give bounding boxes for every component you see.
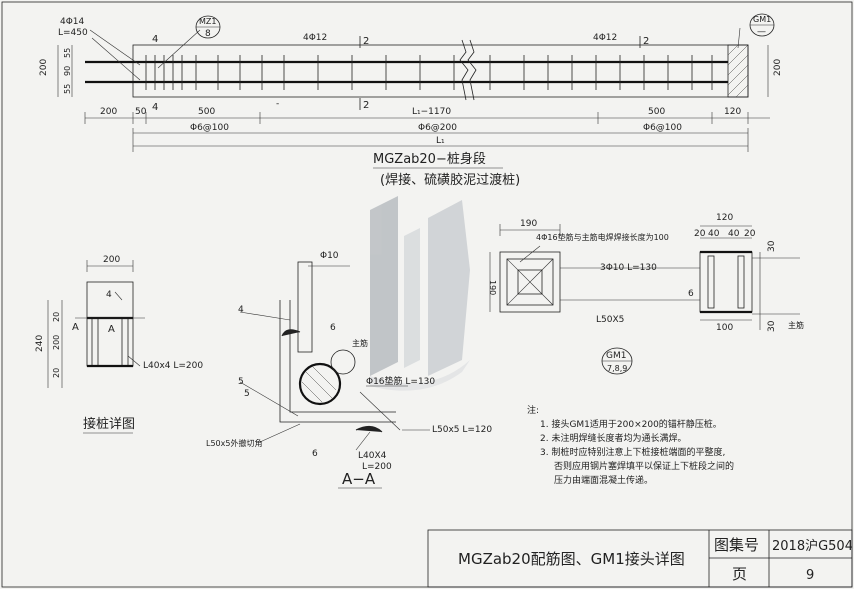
- elevation-title: MGZab20−桩身段: [373, 151, 486, 167]
- gm1-pad-note: 4Φ16垫筋与主筋电焊焊接长度为100: [536, 232, 669, 242]
- pile-outline: [132, 44, 749, 98]
- dim-bottom-500a: 500: [198, 107, 215, 117]
- gm1-top: GM1: [753, 15, 771, 24]
- gm1-mark-6: 6: [688, 289, 694, 299]
- dim-bottom-l1: L₁−1170: [412, 107, 451, 117]
- splice-dim-top: 200: [103, 255, 120, 265]
- rebar-right-label: 4Φ12: [593, 33, 617, 43]
- dim-bottom-500b: 500: [648, 107, 665, 117]
- section-mark-bottom: 2: [363, 100, 369, 111]
- spacing-b: Φ6@200: [418, 123, 457, 133]
- watermark-logo: [370, 196, 470, 391]
- splice-dim-20b: 20: [52, 368, 61, 378]
- section-mark-5b: 5: [244, 389, 250, 399]
- note-1: 1. 接头GM1适用于200×200的锚杆静压桩。: [540, 418, 722, 430]
- splice-angle: L40x4 L=200: [143, 361, 203, 371]
- section-title: A−A: [342, 470, 376, 488]
- bar-top-length: L=450: [58, 28, 88, 38]
- note-2: 2. 未注明焊缝长度者均为通长满焊。: [540, 432, 686, 444]
- section-mark-6a: 6: [330, 323, 336, 333]
- section-mark-right: 2: [643, 36, 649, 47]
- atlas-label: 图集号: [714, 536, 759, 554]
- dim-left-200: 200: [39, 59, 49, 76]
- splice-section-a-right: A: [108, 324, 115, 335]
- pile-elevation: 4Φ14 L=450 4 MZ1 8 4Φ12 2 4Φ12 2 GM1 — 2…: [39, 13, 783, 188]
- section-bar-phi10: Φ10: [320, 251, 339, 261]
- dim-bottom-120: 120: [724, 107, 741, 117]
- gm1-bottom: —: [757, 27, 766, 37]
- section-angle-l40-a: L40X4: [358, 451, 387, 461]
- gm1-dim-40b: 40: [728, 229, 740, 239]
- notes-heading: 注:: [527, 404, 539, 416]
- splice-title: 接桩详图: [83, 416, 135, 432]
- splice-dim-20a: 20: [52, 312, 61, 322]
- stirrup-mark-b: 4: [152, 102, 158, 113]
- title-block: MGZab20配筋图、GM1接头详图 图集号 2018沪G504 页 9: [427, 529, 853, 588]
- gm1-dim-120: 120: [716, 213, 733, 223]
- splice-bar-4: 4: [106, 290, 112, 300]
- mz1-top: MZ1: [199, 17, 216, 26]
- drawing-title: MGZab20配筋图、GM1接头详图: [458, 550, 685, 568]
- gm1-dim-30a: 30: [767, 240, 777, 252]
- gm1-dim-190-top: 190: [520, 219, 537, 229]
- section-a-a: Φ10 4 6 主筋 5 5 Φ16垫筋 L=130 L50x5外撤切角 L50…: [206, 251, 492, 489]
- splice-dim-240: 240: [35, 335, 45, 352]
- splice-detail: 200 4 A A 240 20 200 20 L40x4 L=200 接桩详图: [35, 255, 203, 434]
- spacing-a: Φ6@100: [190, 123, 229, 133]
- section-mark-6b: 6: [312, 449, 318, 459]
- bar-top-label: 4Φ14: [60, 17, 85, 27]
- elevation-subtitle: (焊接、硫磺胶泥过渡桩): [380, 172, 520, 188]
- rebar-left-label: 4Φ12: [303, 33, 327, 43]
- dim-90: 90: [63, 66, 72, 76]
- dim-bottom-200: 200: [100, 107, 117, 117]
- gm1-dim-40a: 40: [708, 229, 720, 239]
- section-mark-5a: 5: [238, 377, 244, 387]
- stirrup-mark-a: 4: [152, 34, 158, 45]
- splice-section-a-left: A: [72, 322, 79, 333]
- dim-right-200: 200: [773, 59, 783, 76]
- section-angle-ext: L50x5外撤切角: [206, 438, 262, 448]
- note-3-cont-2: 压力由端面混凝土传递。: [554, 474, 653, 486]
- gm1-dim-30b: 30: [767, 320, 777, 332]
- gm1-dim-190-side: 190: [488, 280, 497, 295]
- section-pad-bar: Φ16垫筋 L=130: [366, 375, 435, 387]
- notes: 注: 1. 接头GM1适用于200×200的锚杆静压桩。 2. 未注明焊缝长度者…: [527, 404, 734, 486]
- section-angle-l40-b: L=200: [362, 462, 392, 472]
- section-main-bar: 主筋: [352, 338, 368, 348]
- gm1-dim-100: 100: [716, 323, 733, 333]
- spacing-c: Φ6@100: [643, 123, 682, 133]
- section-mark-left: 2: [363, 36, 369, 47]
- gm1-dim-20b: 20: [744, 229, 756, 239]
- dim-total: L₁: [436, 136, 445, 146]
- page-number: 9: [806, 568, 814, 583]
- mz1-bottom: 8: [205, 29, 211, 39]
- atlas-number: 2018沪G504: [772, 538, 853, 554]
- dim-bottom-dash: -: [276, 99, 279, 109]
- dim-bottom-50: 50: [135, 107, 147, 117]
- gm1-callout-top: GM1: [606, 351, 626, 361]
- gm1-bar-3phi10: 3Φ10 L=130: [600, 263, 657, 273]
- gm1-dim-20a: 20: [694, 229, 706, 239]
- section-angle-l50: L50x5 L=120: [432, 425, 492, 435]
- dim-55a: 55: [63, 48, 72, 58]
- splice-dim-200: 200: [52, 335, 61, 350]
- note-3: 3. 制桩时应特别注意上下桩接桩端面的平整度,: [540, 446, 725, 458]
- gm1-callout-bottom: 7,8,9: [607, 364, 627, 373]
- page-label: 页: [732, 565, 747, 583]
- dim-55b: 55: [63, 84, 72, 94]
- section-mark-4: 4: [238, 305, 244, 315]
- note-3-cont-1: 否则应用钢片塞焊填平以保证上下桩段之间的: [554, 460, 734, 472]
- gm1-angle: L50X5: [596, 315, 624, 325]
- gm1-main-bar: 主筋: [788, 320, 804, 330]
- gm1-detail: 190 4Φ16垫筋与主筋电焊焊接长度为100 190 3Φ10 L=130 6…: [488, 213, 804, 375]
